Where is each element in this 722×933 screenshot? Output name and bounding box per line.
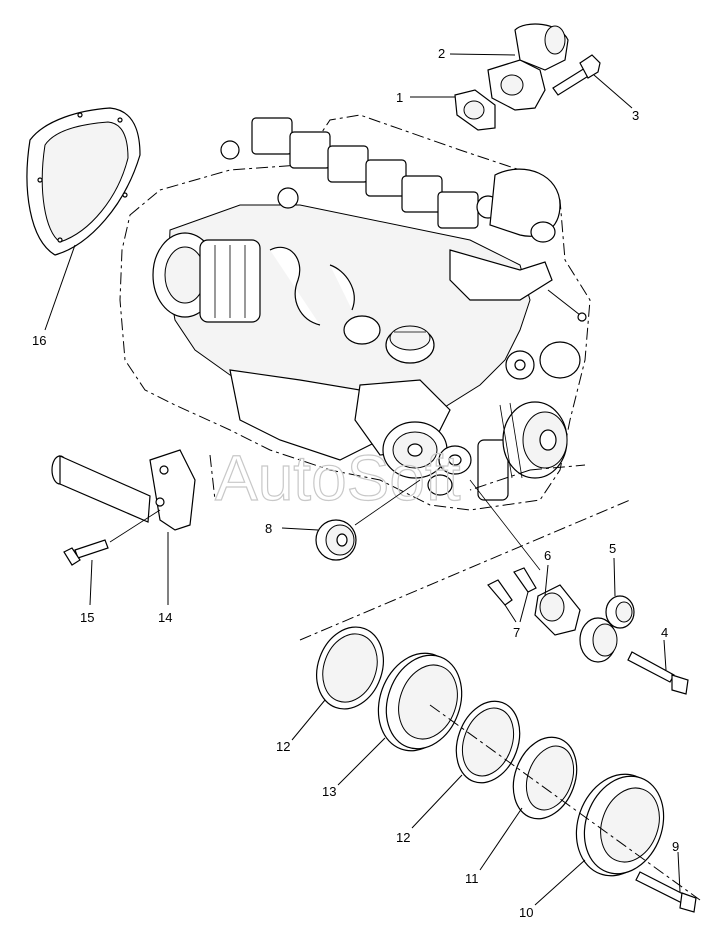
- part-3-bolt: [552, 54, 633, 109]
- callout-10: 10: [519, 905, 533, 920]
- callout-9: 9: [672, 839, 679, 854]
- callout-2: 2: [438, 46, 445, 61]
- part-12b-seal-ring: [411, 700, 521, 829]
- callout-8: 8: [265, 521, 272, 536]
- watermark-text: AutoSoft: [215, 442, 461, 514]
- oil-filler-cap: [385, 325, 435, 364]
- callout-15: 15: [80, 610, 94, 625]
- dashed-axis-line-lower: [429, 704, 701, 901]
- callout-1: 1: [396, 90, 403, 105]
- callout-16: 16: [32, 333, 46, 348]
- injector-row: [220, 117, 500, 229]
- part-14-tube-bracket: [51, 449, 196, 605]
- engine-assembly: [119, 114, 591, 511]
- callout-11: 11: [465, 871, 479, 886]
- part-16-gasket: [26, 107, 141, 331]
- accessory-pulleys: [382, 401, 568, 501]
- part-15-bolt: [63, 509, 161, 606]
- part-9-bolt: [635, 851, 697, 913]
- part-4-bolt: [627, 639, 689, 695]
- part-10-crank-pulley: [534, 773, 665, 906]
- callout-3: 3: [632, 108, 639, 123]
- callout-13: 13: [322, 784, 336, 799]
- part-7-bolts: [487, 567, 537, 623]
- part-12a-seal-ring: [291, 626, 384, 741]
- part-1-gasket: [410, 89, 496, 131]
- callout-4: 4: [661, 625, 668, 640]
- part-8-idler-pulley: [281, 479, 421, 561]
- callout-5: 5: [609, 541, 616, 556]
- part-13-damper-pulley: [337, 652, 463, 786]
- part-2-thermostat-housing: [449, 23, 569, 111]
- part-6-tensioner-bracket: [469, 479, 581, 636]
- dashed-axis-line: [299, 499, 631, 641]
- part-5-tensioner-pulley: [579, 557, 635, 663]
- callout-7: 7: [513, 625, 520, 640]
- callout-6: 6: [544, 548, 551, 563]
- oil-cooler-housing: [152, 232, 261, 323]
- callout-14: 14: [158, 610, 172, 625]
- callout-12b: 12: [396, 830, 410, 845]
- part-11-hub: [479, 736, 578, 871]
- callout-12a: 12: [276, 739, 290, 754]
